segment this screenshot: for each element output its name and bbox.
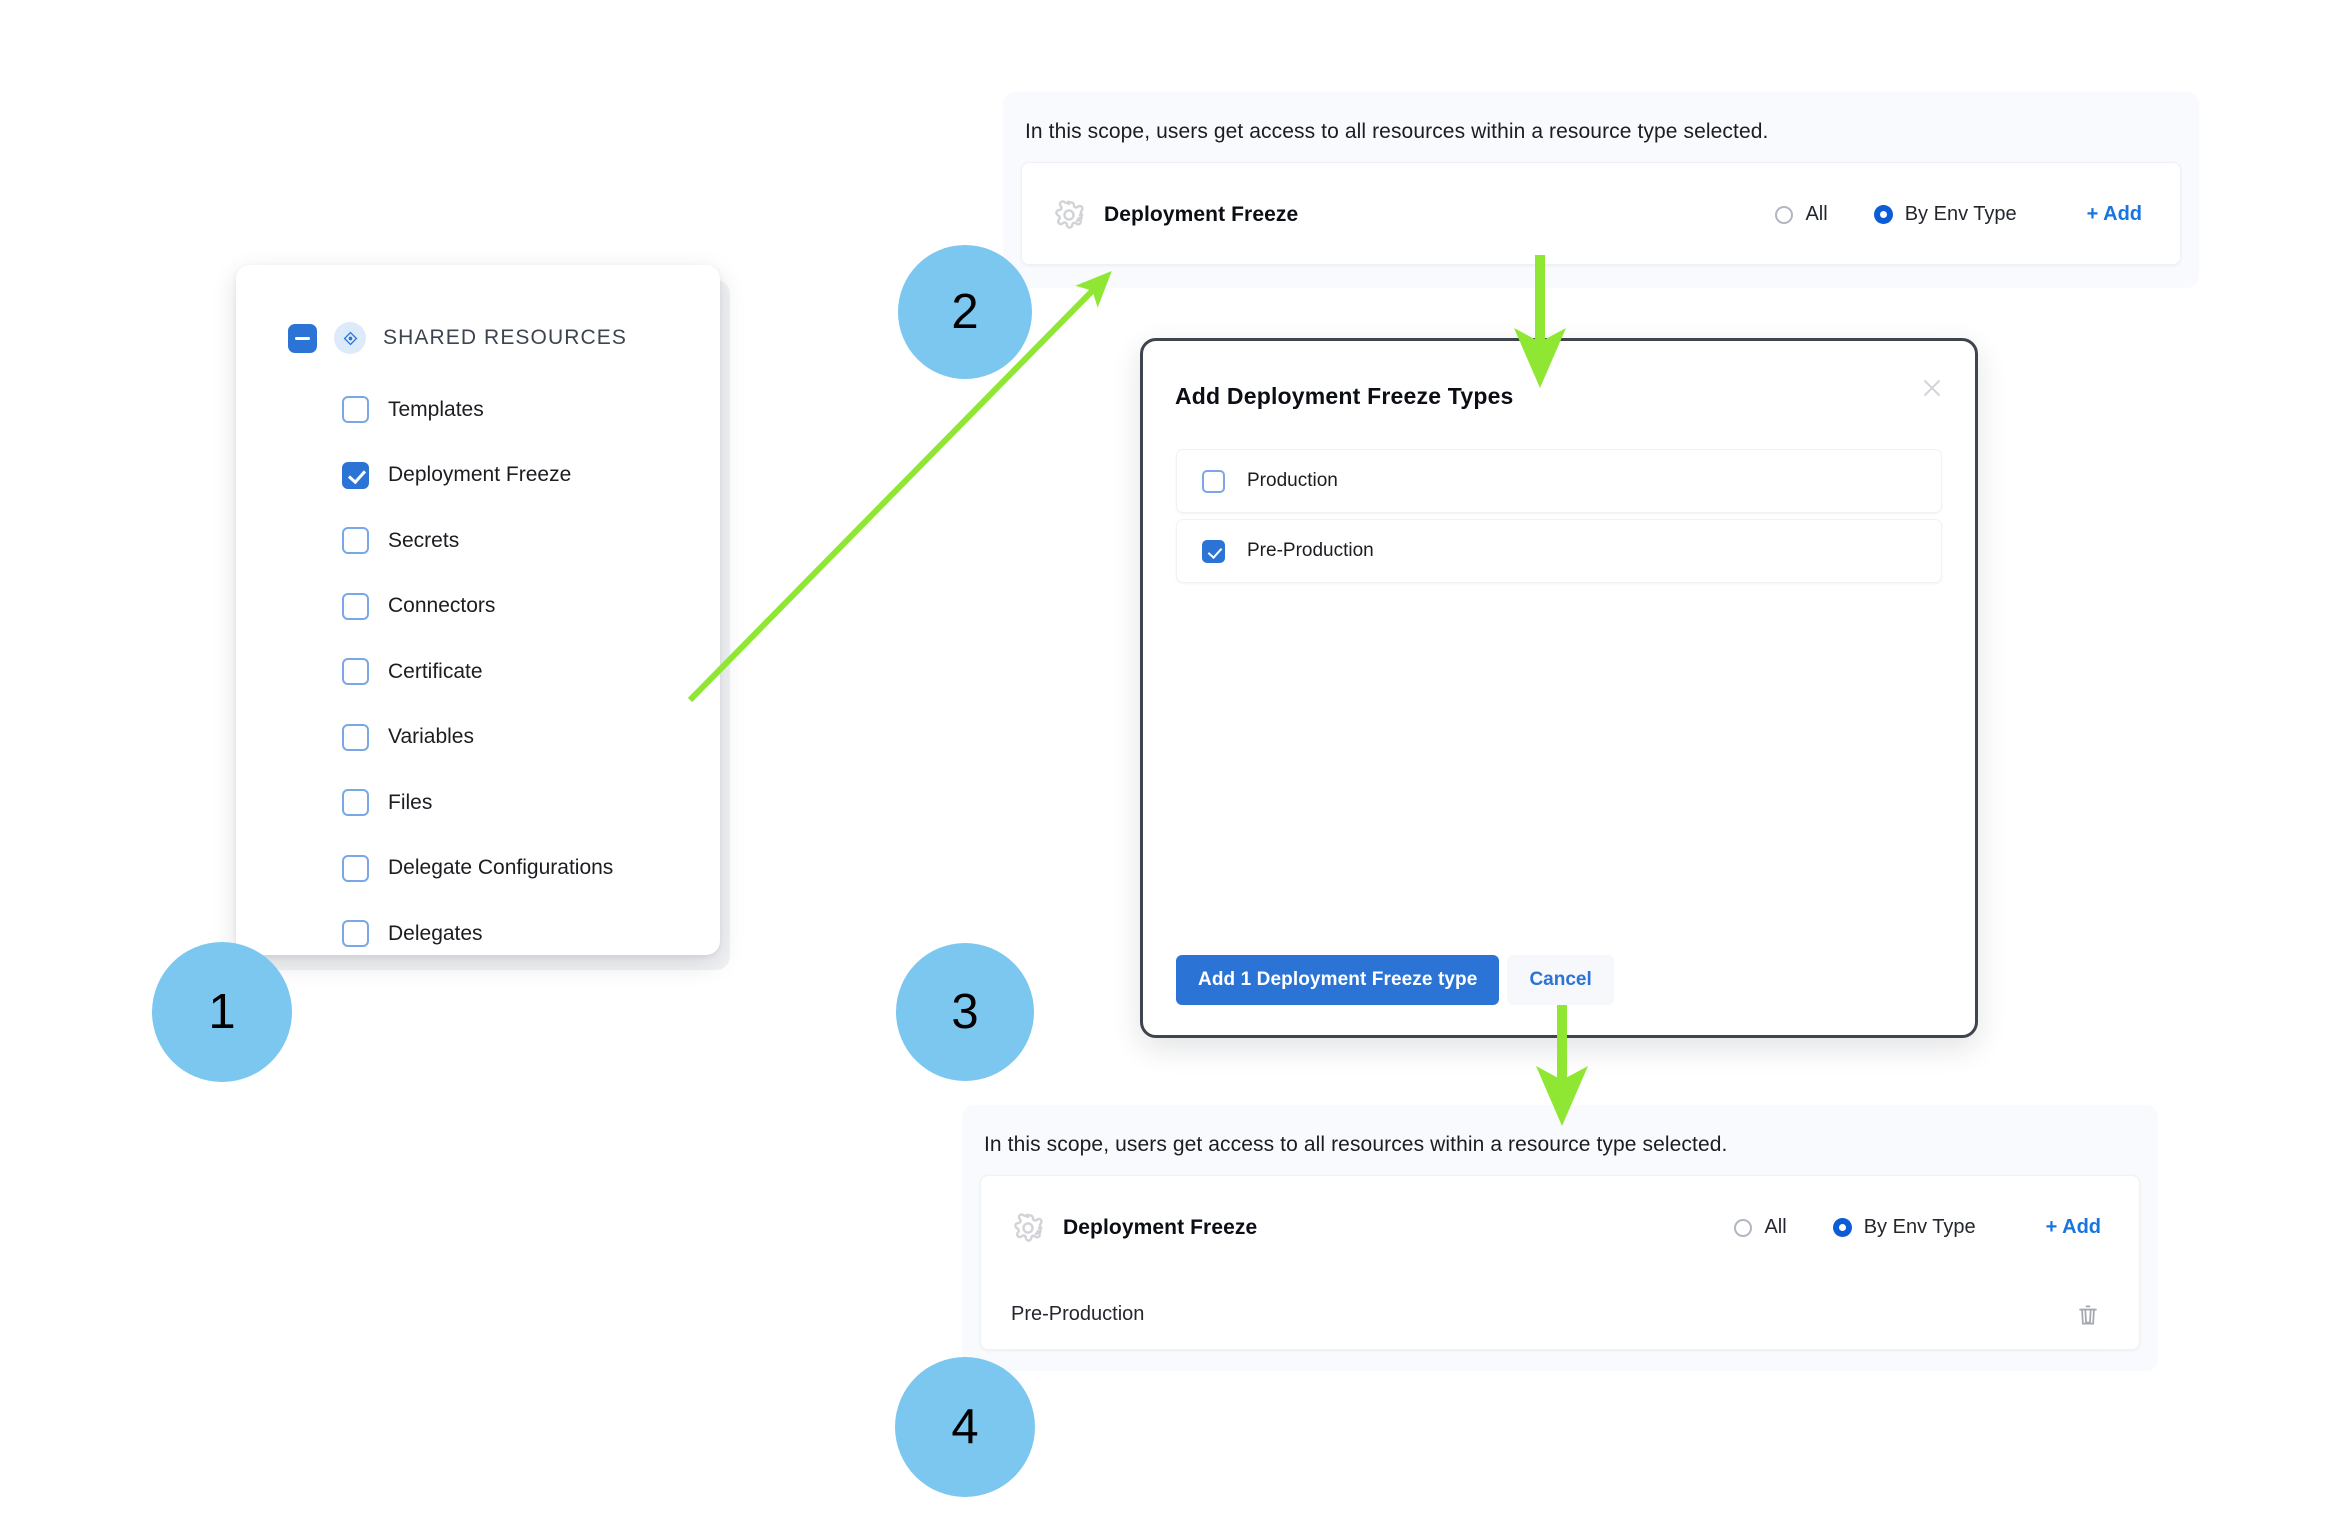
selected-env-type-row: Pre-Production [1011, 1279, 2101, 1351]
checkbox[interactable] [342, 658, 369, 685]
scope-note-bottom: In this scope, users get access to all r… [984, 1133, 1728, 1156]
resource-node-icon [334, 322, 366, 354]
radio-indicator[interactable] [1832, 1218, 1852, 1237]
modal-option[interactable]: Pre-Production [1176, 519, 1942, 583]
tree-item[interactable]: Variables [342, 716, 682, 759]
radio-by-env-type-bottom[interactable]: By Env Type [1832, 1216, 1976, 1239]
tree-item-label: Delegate Configurations [388, 856, 614, 879]
checkbox[interactable] [342, 527, 369, 554]
resource-card-bottom: Deployment Freeze All By Env Type + Add … [980, 1175, 2140, 1351]
checkbox[interactable] [342, 723, 369, 751]
checkbox[interactable] [342, 461, 369, 489]
tree-header-label: SHARED RESOURCES [383, 326, 627, 349]
radio-indicator[interactable] [1775, 205, 1794, 224]
tree-item-label: Files [388, 790, 433, 814]
radio-indicator[interactable] [1873, 205, 1893, 224]
step-number: 3 [951, 985, 979, 1039]
tree-item[interactable]: Certificate [342, 650, 682, 693]
tree-item-label: Secrets [388, 528, 460, 552]
tree-item-label: Variables [388, 725, 474, 748]
scope-note-top: In this scope, users get access to all r… [1025, 120, 1769, 143]
tree-item[interactable]: Delegate Configurations [342, 847, 682, 890]
tree-item[interactable]: Files [342, 781, 682, 824]
cancel-button[interactable]: Cancel [1507, 955, 1614, 1005]
radio-all-top[interactable]: All [1775, 203, 1828, 226]
tree-item[interactable]: Secrets [342, 519, 682, 562]
scope-radio-group-top: All By Env Type [1775, 203, 2017, 226]
resource-card-top: Deployment Freeze All By Env Type + Add [1021, 162, 2181, 265]
checkbox[interactable] [342, 854, 369, 882]
step-marker-3: 3 [896, 943, 1034, 1081]
modal-title: Add Deployment Freeze Types [1175, 383, 1514, 409]
tree-item-label: Templates [388, 397, 484, 421]
selected-env-type-list: Pre-Production [981, 1279, 2139, 1351]
close-icon[interactable] [1917, 373, 1947, 403]
checkbox[interactable] [342, 396, 369, 423]
step-marker-4: 4 [895, 1357, 1035, 1497]
scope-radio-group-bottom: All By Env Type [1734, 1216, 1976, 1239]
modal-footer: Add 1 Deployment Freeze type Cancel [1176, 955, 1614, 1005]
step-number: 4 [951, 1400, 979, 1454]
add-deployment-freeze-type-button[interactable]: Add 1 Deployment Freeze type [1176, 955, 1500, 1005]
step-number: 2 [951, 285, 979, 339]
modal-option-label: Pre-Production [1247, 540, 1374, 561]
radio-all-bottom[interactable]: All [1734, 1216, 1787, 1239]
gear-icon [1052, 198, 1086, 232]
resource-title: Deployment Freeze [1104, 202, 1299, 226]
minus-square-icon[interactable] [288, 323, 317, 353]
checkbox[interactable] [1202, 539, 1225, 563]
add-link-bottom[interactable]: + Add [2045, 1216, 2101, 1238]
step-marker-2: 2 [898, 245, 1032, 379]
add-link-top[interactable]: + Add [2086, 203, 2142, 225]
tree-item[interactable]: Templates [342, 388, 682, 431]
tree-item[interactable]: Deployment Freeze [342, 454, 682, 497]
modal-option[interactable]: Production [1176, 449, 1942, 513]
resource-title: Deployment Freeze [1063, 1215, 1258, 1239]
trash-icon[interactable] [2075, 1302, 2101, 1328]
tree-item-label: Connectors [388, 594, 496, 617]
tree-item-label: Deployment Freeze [388, 463, 572, 486]
tree-item[interactable]: Delegates [342, 912, 682, 955]
checkbox[interactable] [342, 789, 369, 816]
checkbox[interactable] [342, 920, 369, 947]
checkbox[interactable] [1202, 469, 1225, 493]
step-number: 1 [208, 985, 236, 1039]
scope-panel-bottom: In this scope, users get access to all r… [962, 1105, 2158, 1371]
gear-icon [1011, 1211, 1045, 1245]
step-marker-1: 1 [152, 942, 292, 1082]
arrow-tree-to-panel-top [687, 271, 1112, 703]
modal-option-label: Production [1247, 470, 1338, 491]
tree-item-label: Certificate [388, 659, 483, 683]
scope-panel-top: In this scope, users get access to all r… [1003, 92, 2199, 288]
selected-env-type-value: Pre-Production [1011, 1303, 1145, 1325]
radio-indicator[interactable] [1734, 1218, 1753, 1237]
radio-by-env-type-top[interactable]: By Env Type [1873, 203, 2017, 226]
checkbox[interactable] [342, 592, 369, 620]
tree-header: SHARED RESOURCES [288, 322, 627, 354]
tree-item[interactable]: Connectors [342, 585, 682, 628]
tree-item-label: Delegates [388, 921, 483, 945]
